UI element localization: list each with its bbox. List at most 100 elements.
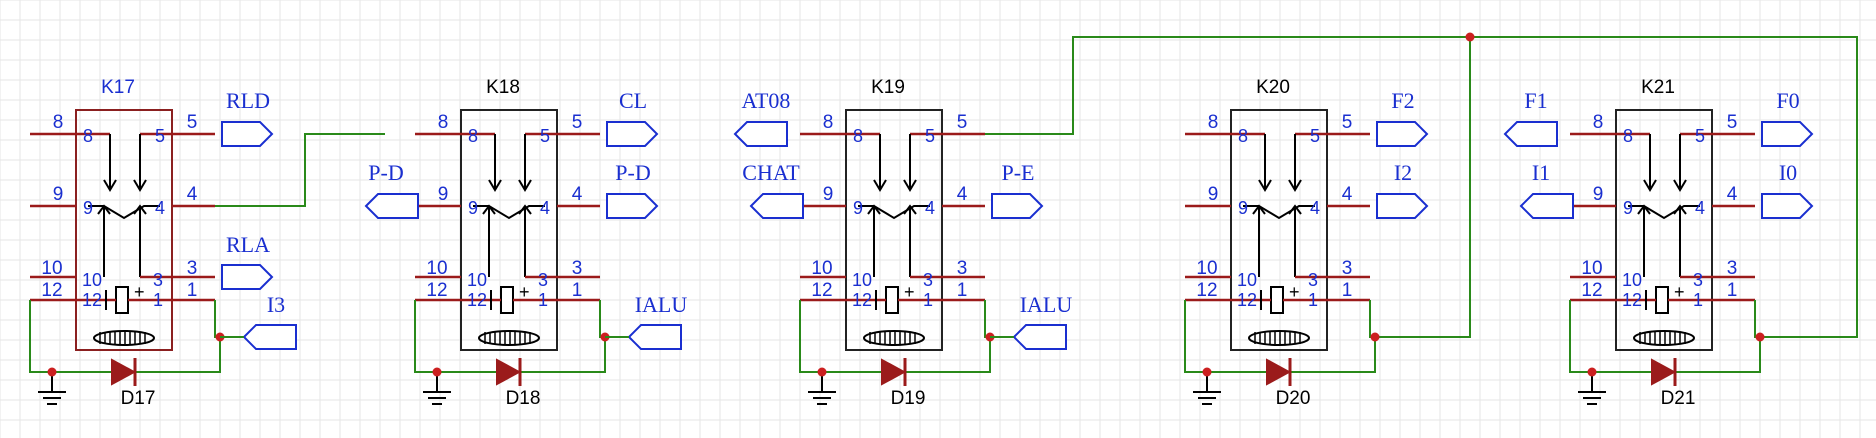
pin-number-inner: 9 (83, 198, 93, 218)
pin-number-inner: 4 (155, 198, 165, 218)
relay-body[interactable] (1615, 109, 1713, 351)
pin-number: 10 (1196, 258, 1217, 279)
wire (414, 300, 606, 373)
relay-ref-label: K18 (486, 77, 520, 98)
wire (1184, 300, 1376, 373)
contact-line (1243, 205, 1315, 220)
pin-number-inner: 1 (153, 290, 163, 310)
contact-line (482, 204, 496, 277)
pin-number: 9 (1593, 184, 1604, 205)
pin-number-inner: 1 (923, 290, 933, 310)
pin-number-inner: 3 (1693, 270, 1703, 290)
relay-body[interactable] (460, 109, 558, 351)
net-port[interactable] (364, 193, 419, 219)
pin-number: 10 (1581, 258, 1602, 279)
pin-number: 10 (811, 258, 832, 279)
pin-number-inner: 5 (925, 126, 935, 146)
contact-line (903, 204, 917, 277)
relay-body[interactable] (75, 109, 173, 351)
pin-number: 3 (957, 258, 968, 279)
junction-dot (817, 367, 827, 377)
pin-number: 12 (1196, 280, 1217, 301)
contact-line (1258, 179, 1272, 192)
pin-number: 8 (53, 112, 64, 133)
net-port[interactable] (733, 121, 788, 147)
pin-number-inner: 4 (1695, 198, 1705, 218)
contact-line (1252, 204, 1266, 277)
relay-ref-label: K17 (101, 77, 135, 98)
junction-dot (1587, 367, 1597, 377)
pin-number: 8 (1208, 112, 1219, 133)
diode-icon (111, 358, 137, 386)
net-port[interactable] (1376, 193, 1429, 219)
net-label: IALU (635, 292, 688, 317)
pin-number: 3 (187, 258, 198, 279)
net-port[interactable] (1519, 193, 1574, 219)
wire (29, 300, 221, 373)
relay-ref-label: K19 (871, 77, 905, 98)
coil-plus-sign: + (519, 282, 530, 302)
contact-line (518, 179, 532, 192)
net-label: P-D (368, 160, 403, 185)
contact-line (103, 179, 117, 192)
pin-number-inner: 3 (1308, 270, 1318, 290)
armature (478, 330, 540, 346)
net-label: I1 (1532, 160, 1550, 185)
pin-number: 4 (957, 184, 968, 205)
net-port[interactable] (221, 264, 274, 290)
net-port[interactable] (627, 324, 682, 350)
relay-ref-label: K20 (1256, 77, 1290, 98)
coil-plus-sign: + (134, 282, 145, 302)
contact-line (133, 204, 147, 277)
contact-line (1637, 204, 1651, 277)
net-label: P-D (615, 160, 650, 185)
pin-number-inner: 9 (1623, 198, 1633, 218)
net-port[interactable] (1376, 121, 1429, 147)
net-port[interactable] (606, 193, 659, 219)
pin-number-inner: 5 (540, 126, 550, 146)
relay-body[interactable] (1230, 109, 1328, 351)
net-port[interactable] (749, 193, 804, 219)
pin-number: 10 (41, 258, 62, 279)
armature (1248, 330, 1310, 346)
net-label: CHAT (742, 160, 800, 185)
diode-icon (881, 358, 907, 386)
net-port[interactable] (606, 121, 659, 147)
diode-ref-label: D18 (506, 388, 541, 409)
net-port[interactable] (991, 193, 1044, 219)
net-label: RLA (226, 232, 270, 257)
relay-coil-icon (1655, 286, 1669, 314)
interconnect-wire (1375, 37, 1471, 338)
pin-number: 9 (823, 184, 834, 205)
contact-line (1288, 179, 1302, 192)
net-port[interactable] (221, 121, 274, 147)
pin-number: 9 (1208, 184, 1219, 205)
pin-number-inner: 1 (1308, 290, 1318, 310)
contact-line (518, 204, 532, 277)
relay-body[interactable] (845, 109, 943, 351)
contact-line (867, 204, 881, 277)
pin-number-inner: 5 (1310, 126, 1320, 146)
net-label: RLD (226, 88, 270, 113)
pin-number-inner: 10 (82, 270, 102, 290)
pin-number: 4 (1342, 184, 1353, 205)
pin-number: 1 (572, 280, 583, 301)
pin-number: 4 (187, 184, 198, 205)
armature (863, 330, 925, 346)
pin-number: 8 (1593, 112, 1604, 133)
contact-line (1673, 204, 1687, 277)
relay-coil-icon (115, 286, 129, 314)
net-port[interactable] (1503, 121, 1558, 147)
contact-line (873, 179, 887, 192)
net-port[interactable] (1012, 324, 1067, 350)
net-port[interactable] (242, 324, 297, 350)
net-port[interactable] (1761, 193, 1814, 219)
net-port[interactable] (1761, 121, 1814, 147)
contact-line (97, 204, 111, 277)
